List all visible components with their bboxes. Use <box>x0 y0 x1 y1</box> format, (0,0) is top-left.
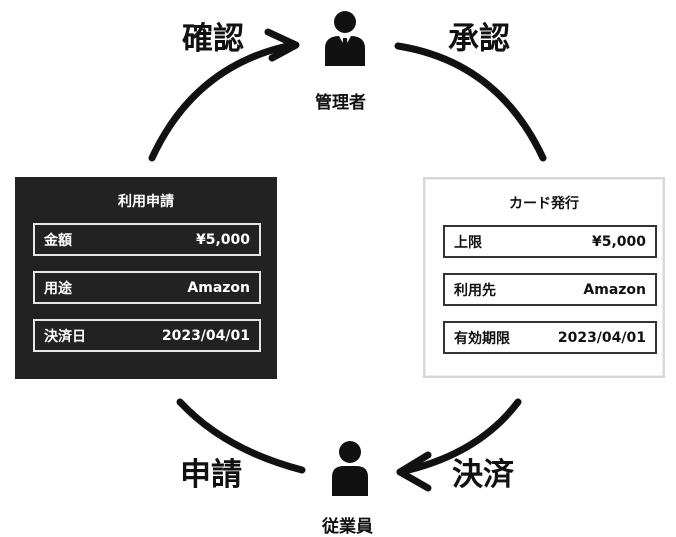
row-value: 2023/04/01 <box>161 327 250 344</box>
issue-card-title: カード発行 <box>509 196 579 212</box>
issue-row-merchant: 利用先 Amazon <box>443 273 657 306</box>
issue-card: カード発行 上限 ¥5,000 利用先 Amazon 有効期限 2023/04/… <box>423 177 665 378</box>
row-key: 用途 <box>44 280 72 297</box>
arrow-confirm-head <box>264 28 300 62</box>
label-confirm: 確認 <box>182 21 244 57</box>
row-key: 有効期限 <box>454 330 510 347</box>
person-icon <box>330 438 370 500</box>
arrow-confirm <box>148 41 296 162</box>
arrow-settle <box>396 398 522 476</box>
issue-row-expiry: 有効期限 2023/04/01 <box>443 321 657 354</box>
arrow-approve <box>394 42 547 162</box>
row-value: Amazon <box>583 281 646 298</box>
row-key: 決済日 <box>44 328 86 345</box>
request-row-purpose: 用途 Amazon <box>33 271 261 304</box>
row-value: ¥5,000 <box>591 233 646 250</box>
role-employee: 従業員 <box>322 517 373 537</box>
label-approve: 承認 <box>448 21 510 57</box>
role-manager: 管理者 <box>315 93 366 113</box>
row-value: ¥5,000 <box>195 231 250 248</box>
request-card-title: 利用申請 <box>118 194 174 210</box>
row-key: 金額 <box>44 232 72 249</box>
request-row-amount: 金額 ¥5,000 <box>33 223 261 256</box>
row-key: 上限 <box>454 234 482 251</box>
arrow-apply <box>176 398 306 474</box>
issue-row-limit: 上限 ¥5,000 <box>443 225 657 258</box>
row-key: 利用先 <box>454 282 496 299</box>
row-value: Amazon <box>187 279 250 296</box>
row-value: 2023/04/01 <box>557 329 646 346</box>
person-suit-icon <box>322 8 368 70</box>
label-apply: 申請 <box>180 457 242 493</box>
request-card: 利用申請 金額 ¥5,000 用途 Amazon 決済日 2023/04/01 <box>15 177 277 379</box>
request-row-payment-date: 決済日 2023/04/01 <box>33 319 261 352</box>
arrow-settle-head <box>396 451 432 492</box>
label-settle: 決済 <box>452 457 514 493</box>
